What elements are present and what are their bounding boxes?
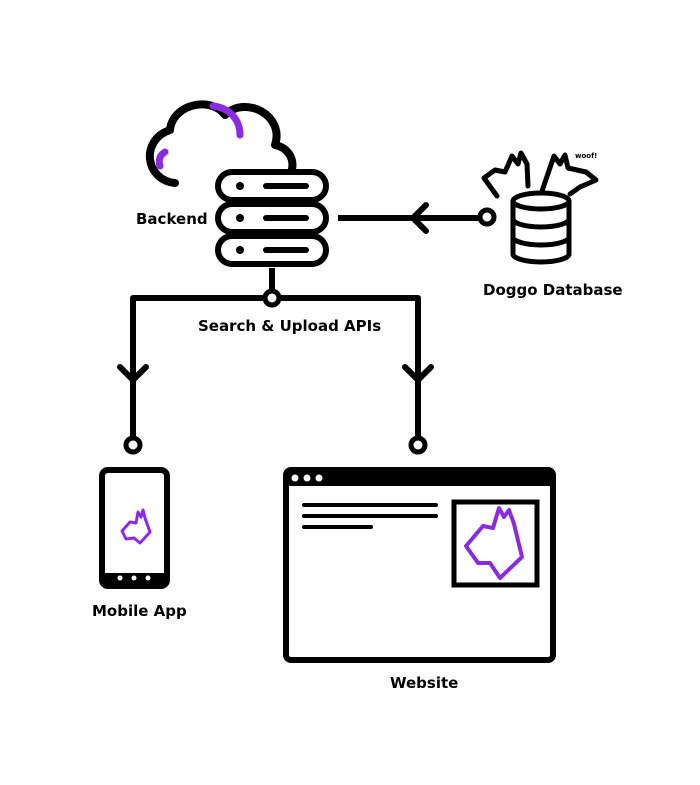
woof-label: woof!	[575, 152, 597, 160]
website-label: Website	[390, 674, 458, 692]
backend-node: Backend	[136, 100, 329, 267]
apis-label: Search & Upload APIs	[198, 317, 381, 335]
connector-endpoint-icon	[477, 207, 497, 227]
arrowhead-down-icon	[117, 364, 149, 383]
backend-label: Backend	[136, 210, 208, 228]
api-connector: Search & Upload APIs	[117, 268, 434, 455]
cloud-icon	[145, 100, 297, 189]
website-node: Website	[283, 467, 556, 692]
dog-head-icon	[464, 506, 524, 580]
connector-endpoint-icon	[123, 435, 143, 455]
dog-head-icon	[120, 508, 152, 545]
arrowhead-down-icon	[402, 364, 434, 383]
mobile-label: Mobile App	[92, 602, 187, 620]
browser-window-icon	[283, 467, 556, 663]
dog-database-icon	[481, 150, 599, 265]
server-icon	[215, 169, 329, 267]
connector-endpoint-icon	[262, 288, 282, 308]
mobile-node: Mobile App	[92, 467, 187, 620]
database-label: Doggo Database	[483, 281, 623, 299]
database-node: woof! Doggo Database	[481, 150, 623, 299]
smartphone-icon	[99, 467, 170, 589]
database-to-backend-connector	[338, 202, 497, 234]
arrowhead-left-icon	[410, 202, 429, 234]
connector-endpoint-icon	[408, 435, 428, 455]
